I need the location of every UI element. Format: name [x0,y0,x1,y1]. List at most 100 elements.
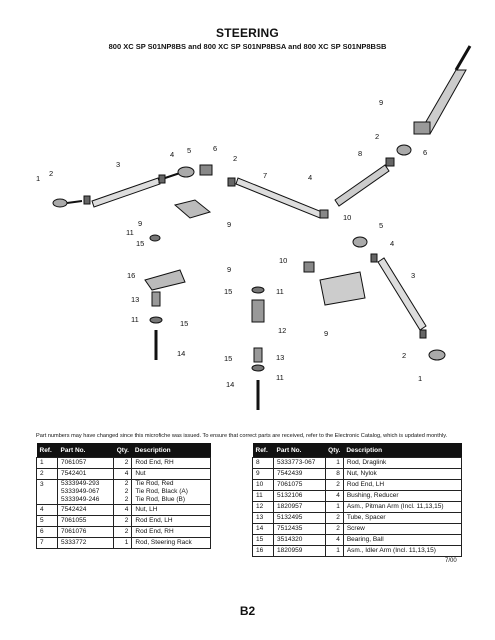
table-row: 16 1820959 1 Asm., Idler Arm (Incl. 11,1… [252,545,463,557]
callout-label: 15 [224,287,232,296]
header-ref: Ref. [36,443,58,458]
callout-label: 15 [180,319,188,328]
qty-cell: 2 [113,526,133,538]
callout-label: 15 [224,354,232,363]
qty-cell: 4 [324,490,344,502]
ref-cell: 15 [252,534,274,546]
page-subtitle: 800 XC SP S01NP8BS and 800 XC SP S01NP8B… [108,42,387,51]
qty-cell: 4 [113,468,133,480]
callout-label: 11 [131,315,139,324]
description-cell: Screw [342,523,463,535]
description-cell: Rod End, LH [342,479,463,491]
description-cell: Asm., Idler Arm (Incl. 11,13,15) [342,545,463,557]
header-qty: Qty. [325,443,344,458]
callout-label: 2 [233,154,237,163]
callout-label: 4 [390,239,394,248]
callout-label: 9 [138,219,142,228]
part-no-cell: 3514320 [273,534,326,546]
qty-cell: 2 [324,523,344,535]
exploded-parts-diagram: 1 2 3 4 5 6 2 7 4 8 2 9 6 9 11 15 9 10 5… [36,45,472,410]
callout-label: 9 [227,220,231,229]
callout-label: 11 [126,228,134,237]
catalog-note: Part numbers may have changed since this… [36,433,448,439]
part-no: 5333949-067 [61,488,100,495]
description-cell: Rod End, LH [131,515,211,527]
ref-cell: 5 [36,515,58,527]
qty-cell: 1 [113,537,133,549]
description: Tie Rod, Red [135,480,174,487]
ref-cell: 3 [36,479,58,505]
part-no-cell: 7061055 [56,515,115,527]
callout-label: 3 [116,160,120,169]
callout-label: 10 [279,256,287,265]
callout-label: 12 [278,326,286,335]
part-no-cell: 5333773-067 [273,457,326,469]
qty-cell: 1 [324,545,344,557]
description-cell: Nut, LH [131,504,211,516]
ref-cell: 11 [252,490,274,502]
callout-label: 9 [227,265,231,274]
table-row: 7 5333772 1 Rod, Steering Rack [36,537,211,549]
table-row: 10 7061075 2 Rod End, LH [252,479,463,491]
ref-cell: 10 [252,479,274,491]
qty-cell: 2 [324,479,344,491]
callout-label: 14 [177,349,185,358]
callout-label: 11 [276,287,284,296]
callout-label: 3 [411,271,415,280]
qty-cell: 1 [324,457,344,469]
qty-cell: 2 [113,515,133,527]
table-row: 14 7512435 2 Screw [252,523,463,535]
table-row: 13 5132495 2 Tube, Spacer [252,512,463,524]
table-row: 5 7061055 2 Rod End, LH [36,515,211,527]
callout-label: 9 [324,329,328,338]
qty: 2 [124,488,129,495]
ref-cell: 1 [36,457,58,469]
table-row: 8 5333773-067 1 Rod, Draglink [252,457,463,469]
ref-cell: 2 [36,468,58,480]
qty-cell: 8 [324,468,344,480]
table-row: 12 1820957 1 Asm., Pitman Arm (Incl. 11,… [252,501,463,513]
ref-cell: 14 [252,523,274,535]
table-row: 11 5132106 4 Bushing, Reducer [252,490,463,502]
table-row: 2 7542401 4 Nut [36,468,211,480]
callout-label: 5 [187,146,191,155]
table-row: 3 5333949-293 5333949-067 5333949-246 2 … [36,479,211,505]
part-no-cell: 5333772 [56,537,115,549]
callout-label: 4 [170,150,174,159]
part-no-cell: 5132495 [273,512,326,524]
table-row: 6 7061076 2 Rod End, RH [36,526,211,538]
table-header-row: Ref. Part No. Qty. Description [36,443,211,458]
description-cell: Rod End, RH [131,526,211,538]
ref-cell: 12 [252,501,274,513]
callout-label: 15 [136,239,144,248]
qty-cell: 4 [113,504,133,516]
description-cell: Tie Rod, Red Tie Rod, Black (A) Tie Rod,… [131,479,211,505]
part-no: 5333949-246 [61,496,100,503]
description-cell: Bearing, Ball [342,534,463,546]
ref-cell: 9 [252,468,274,480]
page-title: STEERING [216,26,279,40]
ref-cell: 13 [252,512,274,524]
callout-label: 9 [379,98,383,107]
part-no-cell: 5132106 [273,490,326,502]
part-no-cell: 7542439 [273,468,326,480]
parts-table-left: Ref. Part No. Qty. Description 1 7061057… [36,443,211,549]
description-cell: Bushing, Reducer [342,490,463,502]
header-part-no: Part No. [273,443,326,458]
callout-label: 14 [226,380,234,389]
description-cell: Nut [131,468,211,480]
description-cell: Tube, Spacer [342,512,463,524]
part-no-cell: 1820957 [273,501,326,513]
header-description: Description [131,443,211,458]
description-cell: Asm., Pitman Arm (Incl. 11,13,15) [342,501,463,513]
description-cell: Rod End, RH [131,457,211,469]
qty-cell: 4 [324,534,344,546]
part-no-cell: 7061057 [56,457,115,469]
qty-cell: 2 [113,457,133,469]
ref-cell: 4 [36,504,58,516]
revision-date: 7/00 [445,558,457,564]
description: Tie Rod, Blue (B) [135,496,186,503]
qty: 2 [124,496,129,503]
callout-label: 13 [131,295,139,304]
description-cell: Nut, Nylok [342,468,463,480]
